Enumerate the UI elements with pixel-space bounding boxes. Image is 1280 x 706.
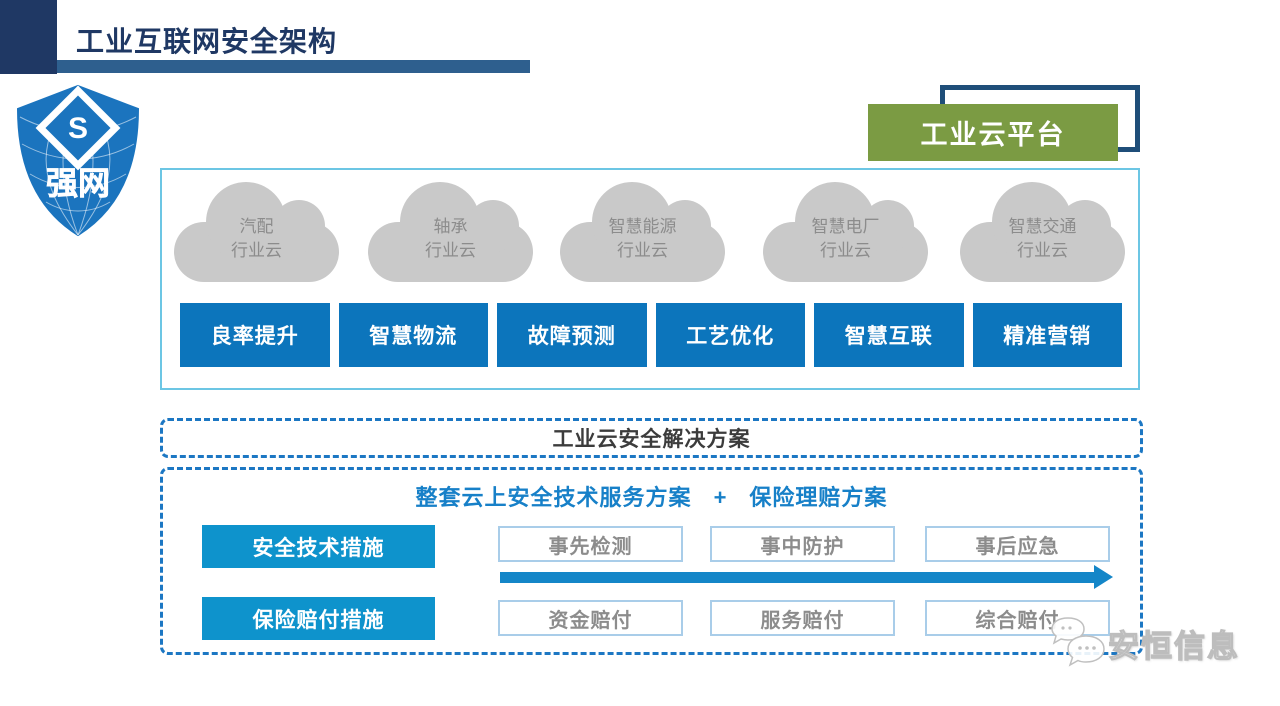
title-underline	[57, 60, 530, 73]
shield-logo-text: 强网	[46, 165, 110, 201]
app-box-process-optimization: 工艺优化	[655, 303, 805, 367]
timeline-arrow	[500, 572, 1096, 583]
cloud-label: 智慧电厂 行业云	[811, 217, 880, 260]
platform-label: 工业云平台	[920, 120, 1066, 150]
page-title: 工业互联网安全架构	[76, 26, 338, 57]
qiangwang-shield-icon: S 强网	[16, 84, 140, 237]
cloud-shape	[960, 182, 1125, 282]
industrial-cloud-platform-box: 工业云平台	[868, 104, 1118, 161]
cloud-label: 轴承 行业云	[425, 217, 476, 260]
industry-cloud-bearing: 轴承 行业云	[368, 182, 533, 285]
timeline-arrow-head	[1094, 565, 1113, 589]
plus-sign: +	[713, 485, 728, 510]
solution-title: 工业云安全解决方案	[552, 428, 751, 451]
app-box-fault-prediction: 故障预测	[497, 303, 647, 367]
industry-cloud-smart-transport: 智慧交通 行业云	[960, 182, 1125, 285]
step-box-service-compensation: 服务赔付	[710, 600, 895, 636]
chat-bubbles-icon	[1051, 617, 1105, 667]
measure-box-insurance-compensation: 保险赔付措施	[202, 597, 435, 640]
shield-emblem-letter: S	[68, 112, 88, 145]
cloud-shape	[560, 182, 725, 282]
cloud-shape	[368, 182, 533, 282]
industry-cloud-auto-parts: 汽配 行业云	[174, 182, 339, 285]
cloud-label: 汽配 行业云	[231, 217, 282, 260]
watermark-text: 安恒信息	[1107, 628, 1240, 664]
step-box-pre-detection: 事先检测	[498, 526, 683, 562]
industry-cloud-smart-energy: 智慧能源 行业云	[560, 182, 725, 285]
header-accent-block	[0, 0, 57, 74]
cloud-shape	[763, 182, 928, 282]
app-box-yield-improvement: 良率提升	[180, 303, 330, 367]
step-box-fund-compensation: 资金赔付	[498, 600, 683, 636]
step-box-in-event-protection: 事中防护	[710, 526, 895, 562]
app-box-smart-interconnect: 智慧互联	[814, 303, 964, 367]
app-box-precision-marketing: 精准营销	[972, 303, 1122, 367]
app-button-row: 良率提升 智慧物流 故障预测 工艺优化 智慧互联 精准营销	[180, 303, 1122, 367]
step-box-post-response: 事后应急	[925, 526, 1110, 562]
cloud-shape	[174, 182, 339, 282]
cloud-label: 智慧交通 行业云	[1008, 217, 1077, 260]
app-box-smart-logistics: 智慧物流	[338, 303, 488, 367]
solution-body-box	[160, 467, 1143, 655]
cloud-label: 智慧能源 行业云	[608, 217, 677, 260]
solution-title-box: 工业云安全解决方案	[160, 418, 1143, 458]
dbapp-watermark: 安恒信息	[1046, 612, 1266, 674]
measure-box-security-tech: 安全技术措施	[202, 525, 435, 568]
industry-cloud-smart-plant: 智慧电厂 行业云	[763, 182, 928, 285]
solution-subtitle: 整套云上安全技术服务方案+保险理赔方案	[415, 485, 888, 510]
